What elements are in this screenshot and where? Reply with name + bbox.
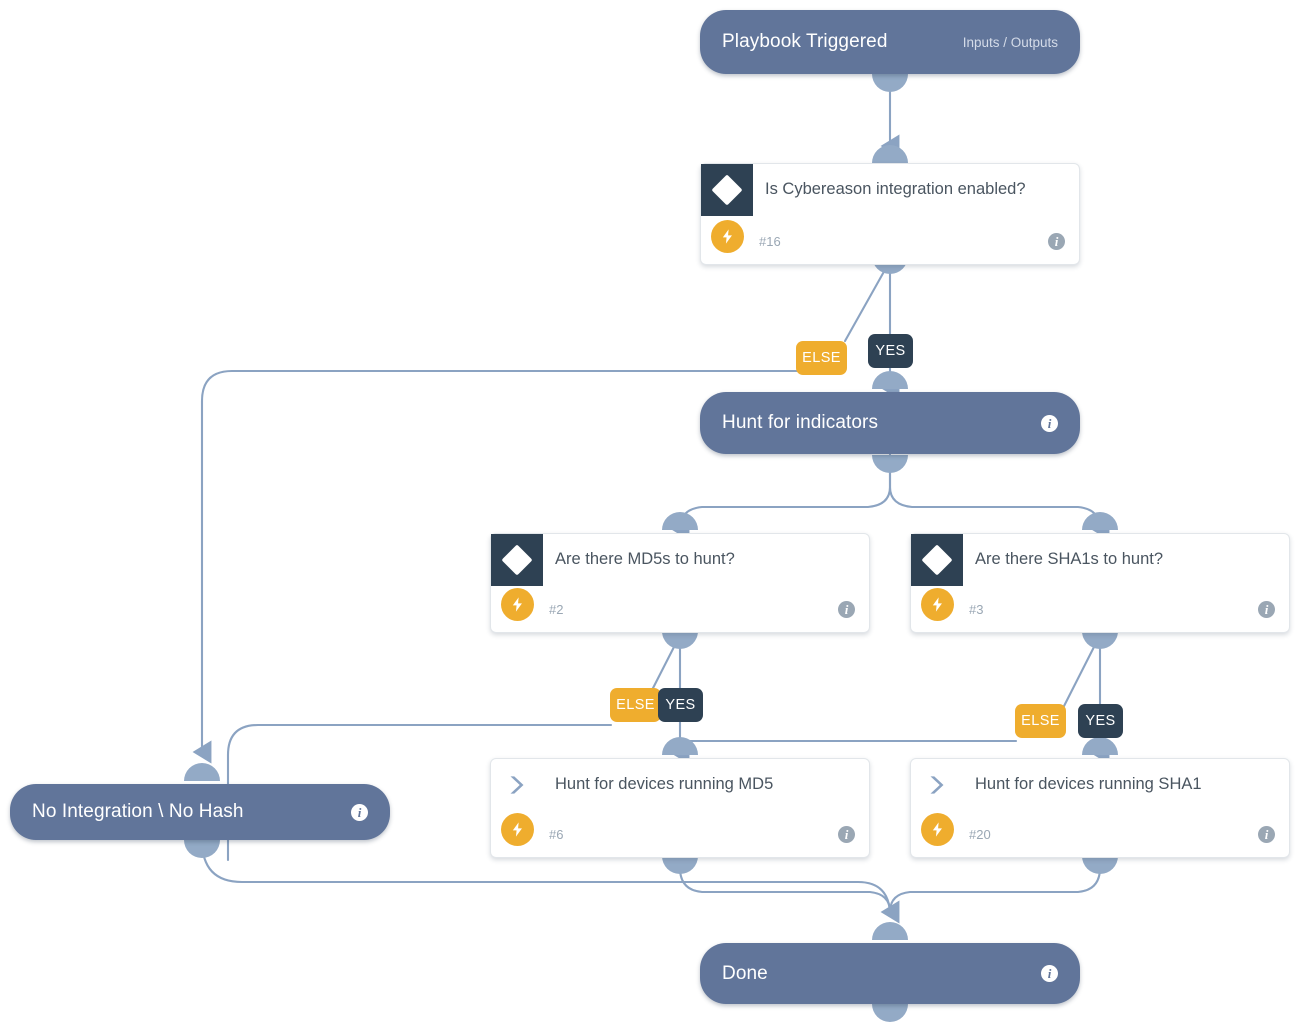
node-hunt-for-indicators[interactable]: Hunt for indicators i (700, 392, 1080, 454)
edge-cond16-to-else (843, 266, 888, 343)
node-title: Are there MD5s to hunt? (555, 550, 735, 568)
node-title: Playbook Triggered (722, 31, 888, 52)
edge-hunt-to-cond-sha1 (888, 453, 1110, 541)
task-id: #2 (549, 602, 564, 617)
inputs-outputs-label[interactable]: Inputs / Outputs (962, 34, 1058, 50)
automation-bolt-icon (501, 813, 534, 846)
automation-bolt-icon (921, 588, 954, 621)
node-title: Hunt for indicators (722, 412, 879, 433)
branch-badge-yes-integration[interactable]: YES (868, 334, 913, 368)
port-in-cond3 (1082, 512, 1118, 530)
port-out-cond2 (662, 631, 698, 649)
edge-cond3-to-else (1060, 641, 1098, 712)
node-title: Are there SHA1s to hunt? (975, 550, 1164, 568)
info-icon[interactable]: i (838, 826, 855, 843)
chevron-right-icon (491, 759, 543, 811)
node-hunt-for-devices-running-md5[interactable]: Hunt for devices running MD5 #6 i (490, 758, 870, 858)
port-in-no-integration (184, 763, 220, 781)
node-hunt-for-devices-running-sha1[interactable]: Hunt for devices running SHA1 #20 i (910, 758, 1290, 858)
port-out-start (872, 74, 908, 92)
info-icon[interactable]: i (1048, 233, 1065, 250)
condition-diamond-icon (701, 164, 753, 216)
automation-bolt-icon (501, 588, 534, 621)
port-out-done (872, 1004, 908, 1022)
condition-diamond-icon (911, 534, 963, 586)
info-icon[interactable]: i (838, 601, 855, 618)
node-is-cybereason-integration-enabled[interactable]: Is Cybereason integration enabled? #16 i (700, 163, 1080, 265)
automation-bolt-icon (711, 220, 744, 253)
node-title: Hunt for devices running SHA1 (975, 775, 1202, 793)
node-title: Done (722, 962, 768, 984)
port-out-no-integration (184, 840, 220, 858)
info-icon[interactable]: i (351, 803, 368, 821)
branch-badge-else-sha1[interactable]: ELSE (1015, 704, 1066, 738)
port-out-task-sha1 (1082, 856, 1118, 874)
edge-task-md5-to-done (678, 864, 900, 924)
node-title: Hunt for devices running MD5 (555, 775, 774, 793)
node-done[interactable]: Done i (700, 943, 1080, 1004)
port-in-cond2 (662, 512, 698, 530)
port-in-done (872, 922, 908, 940)
task-id: #3 (969, 602, 984, 617)
chevron-right-icon (911, 759, 963, 811)
branch-badge-yes-sha1[interactable]: YES (1078, 704, 1123, 738)
node-title: No Integration \ No Hash (32, 801, 244, 822)
port-out-cond3 (1082, 631, 1118, 649)
edge-hunt-to-cond-md5 (670, 453, 892, 541)
branch-badge-else-integration[interactable]: ELSE (796, 341, 847, 375)
automation-bolt-icon (921, 813, 954, 846)
info-icon[interactable]: i (1258, 601, 1275, 618)
info-icon[interactable]: i (1041, 965, 1058, 982)
task-id: #16 (759, 234, 781, 249)
task-id: #20 (969, 827, 991, 842)
info-icon[interactable]: i (1041, 414, 1058, 432)
branch-badge-else-md5[interactable]: ELSE (610, 688, 661, 722)
edge-cond2-to-else (648, 641, 678, 696)
port-out-task-md5 (662, 856, 698, 874)
node-playbook-triggered[interactable]: Playbook Triggered Inputs / Outputs (700, 10, 1080, 74)
branch-badge-yes-md5[interactable]: YES (658, 688, 703, 722)
node-are-there-sha1s-to-hunt[interactable]: Are there SHA1s to hunt? #3 i (910, 533, 1290, 633)
port-in-task-md5 (662, 737, 698, 755)
port-in-cond16 (872, 145, 908, 163)
task-id: #6 (549, 827, 564, 842)
edge-task-sha1-to-done (888, 864, 1102, 914)
info-icon[interactable]: i (1258, 826, 1275, 843)
port-out-hunt-indicators (872, 455, 908, 473)
port-in-task-sha1 (1082, 737, 1118, 755)
condition-diamond-icon (491, 534, 543, 586)
node-are-there-md5s-to-hunt[interactable]: Are there MD5s to hunt? #2 i (490, 533, 870, 633)
node-no-integration-no-hash[interactable]: No Integration \ No Hash i (10, 784, 390, 840)
node-title: Is Cybereason integration enabled? (765, 180, 1026, 198)
port-in-hunt-indicators (872, 371, 908, 389)
